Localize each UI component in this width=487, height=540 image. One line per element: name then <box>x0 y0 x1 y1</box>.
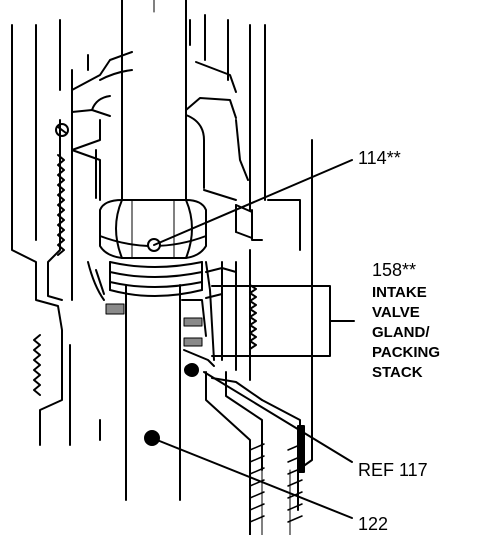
label-158: 158** <box>372 260 416 280</box>
desc-line-4: PACKING <box>372 344 440 361</box>
marker-ref117 <box>185 363 199 377</box>
callout-leaders <box>144 159 355 519</box>
packing-stack <box>87 261 237 376</box>
leader-ref117 <box>203 371 353 463</box>
gland-retainer <box>71 51 249 201</box>
desc-line-2: VALVE <box>372 304 420 321</box>
marker-122 <box>144 430 160 446</box>
desc-line-1: INTAKE <box>372 284 427 301</box>
desc-line-5: STACK <box>372 364 423 381</box>
lower-body <box>205 371 305 536</box>
label-122: 122 <box>358 514 388 534</box>
label-114: 114** <box>358 148 401 168</box>
hex-nut <box>99 199 207 259</box>
leader-122 <box>151 437 353 519</box>
leader-114 <box>153 159 353 246</box>
desc-line-3: GLAND/ <box>372 324 430 341</box>
label-ref-117: REF 117 <box>358 460 428 480</box>
right-housing <box>189 14 313 511</box>
left-housing <box>11 19 101 446</box>
washer-rings <box>109 261 203 297</box>
connecting-rod <box>121 0 187 501</box>
